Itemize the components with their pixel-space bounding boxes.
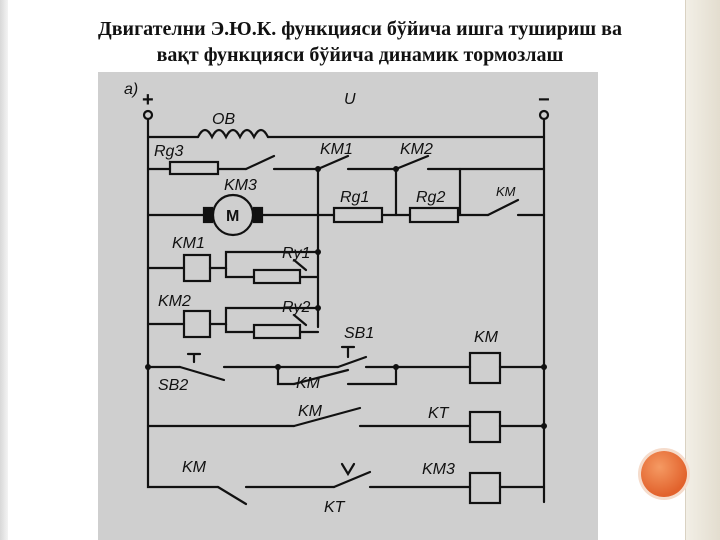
label-km3-coil: KM3 — [422, 461, 455, 478]
label-plus: + — [142, 89, 154, 111]
label-rg3: Rg3 — [154, 143, 183, 160]
plus-terminal — [142, 109, 154, 121]
km-kt-switch — [292, 406, 362, 428]
label-ry2: Ry2 — [282, 299, 311, 316]
kt-contact-switch — [332, 470, 372, 489]
node-dot — [275, 364, 281, 370]
label-voltage: U — [344, 91, 356, 108]
left-rail — [146, 117, 220, 489]
ry1-resistor — [252, 268, 302, 285]
km-hold-left — [276, 365, 296, 386]
label-motor: M — [226, 208, 239, 225]
node-dot — [541, 364, 547, 370]
node-dot — [315, 166, 321, 172]
diagram-background — [98, 72, 598, 540]
label-field-winding: ОВ — [212, 111, 235, 128]
label-km3-contact: KM3 — [224, 177, 257, 194]
label-kt-contact: KT — [324, 499, 346, 516]
label-minus: − — [538, 89, 550, 111]
label-sb1: SB1 — [344, 325, 374, 342]
node-dot — [393, 364, 399, 370]
km2-coil — [182, 309, 212, 339]
ry1-wiper — [292, 258, 320, 279]
node-dot — [393, 166, 399, 172]
label-sb2: SB2 — [158, 377, 188, 394]
km2-coil-line-right — [208, 306, 320, 326]
label-km-contact: KM — [496, 184, 516, 199]
km-hold-right — [346, 365, 398, 386]
row7-switch-km — [216, 485, 248, 506]
label-rg2: Rg2 — [416, 189, 445, 206]
label-km-bottom: KM — [182, 459, 207, 476]
km1-coil-line-right — [208, 250, 320, 270]
node-dot — [315, 249, 321, 255]
ry2-wiper — [292, 313, 320, 334]
kt-coil — [468, 410, 502, 444]
label-km-kt: KM — [298, 403, 323, 420]
node-dot — [315, 305, 321, 311]
label-kt-coil: KT — [428, 405, 450, 422]
field-winding-coil — [196, 128, 270, 140]
km2-contact-switch — [394, 154, 430, 171]
label-km1-contact: KM1 — [320, 141, 353, 158]
label-km2-coil: KM2 — [158, 293, 191, 310]
ry2-resistor — [252, 323, 302, 340]
node-dot — [541, 423, 547, 429]
rg2-resistor — [408, 206, 460, 224]
sb2-switch — [178, 365, 226, 382]
motor-brush-left — [202, 206, 214, 224]
slide-title: Двигателни Э.Ю.К. функцияси бўйича ишга … — [30, 16, 690, 68]
ry1-branch — [224, 266, 256, 279]
sb2-button — [186, 352, 202, 364]
sb1-button — [340, 345, 356, 359]
slide-left-border — [0, 0, 8, 540]
km1-coil — [182, 253, 212, 283]
minus-terminal — [538, 109, 550, 121]
km1-contact-switch — [316, 154, 350, 171]
label-km-coil: KM — [474, 329, 499, 346]
km-coil — [468, 351, 502, 385]
kt-timer-mark — [340, 462, 356, 477]
circuit-diagram: а) + − U ОВ Rg3 KM3 KM1 KM2 Rg1 Rg2 KM M… — [124, 81, 550, 516]
motor-brush-right — [252, 206, 264, 224]
label-km1-coil: KM1 — [172, 235, 205, 252]
accent-circle — [641, 451, 687, 497]
km3-coil — [468, 471, 502, 505]
ry2-branch — [224, 322, 256, 334]
label-ry1: Ry1 — [282, 245, 310, 262]
node-dot — [145, 364, 151, 370]
title-line-2: вақт функцияси бўйича динамик тормозлаш — [156, 44, 564, 66]
km-contact-switch — [486, 198, 520, 217]
title-line-1: Двигателни Э.Ю.К. функцияси бўйича ишга … — [98, 18, 622, 40]
km3-contact-switch — [244, 154, 276, 171]
label-part: а) — [124, 81, 138, 98]
label-km2-contact: KM2 — [400, 141, 433, 158]
sb1-switch — [336, 355, 368, 369]
km-hold-switch — [292, 368, 350, 386]
slide-right-border — [685, 0, 720, 540]
rg3-resistor — [168, 160, 220, 176]
rg1-resistor — [332, 206, 384, 224]
label-km-hold: KM — [296, 375, 321, 392]
label-rg1: Rg1 — [340, 189, 369, 206]
